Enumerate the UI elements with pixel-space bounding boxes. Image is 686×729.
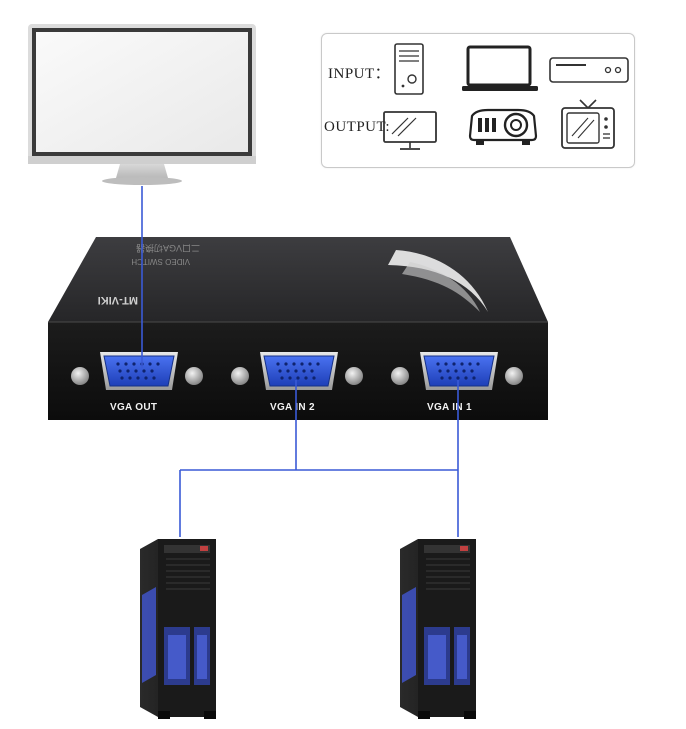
device-legend: INPUT： OUTPUT:	[321, 33, 635, 168]
vga-in1-label: VGA IN 1	[427, 402, 472, 413]
monitor-illustration	[28, 24, 256, 185]
legend-input-label: INPUT：	[328, 66, 391, 82]
vga-port-in2	[231, 352, 363, 390]
tv-icon	[561, 99, 615, 149]
legend-output-label: OUTPUT:	[324, 119, 391, 135]
projector-icon	[468, 108, 538, 145]
pc-tower-right	[400, 539, 476, 719]
pc-tower-left	[140, 539, 216, 719]
monitor-icon	[383, 111, 437, 150]
svg-text:VIDEO SWITCH: VIDEO SWITCH	[131, 257, 190, 266]
pc-tower-icon	[394, 43, 424, 95]
vga-out-label: VGA OUT	[110, 402, 158, 413]
svg-text:二口VGA切换器: 二口VGA切换器	[136, 243, 200, 254]
vga-port-out	[71, 352, 203, 390]
vga-in2-label: VGA IN 2	[270, 402, 315, 413]
laptop-icon	[462, 45, 538, 91]
vga-port-in1	[391, 352, 523, 390]
dvd-player-icon	[549, 57, 629, 83]
brand-mirrored-text: MT-VIKI	[98, 294, 138, 306]
